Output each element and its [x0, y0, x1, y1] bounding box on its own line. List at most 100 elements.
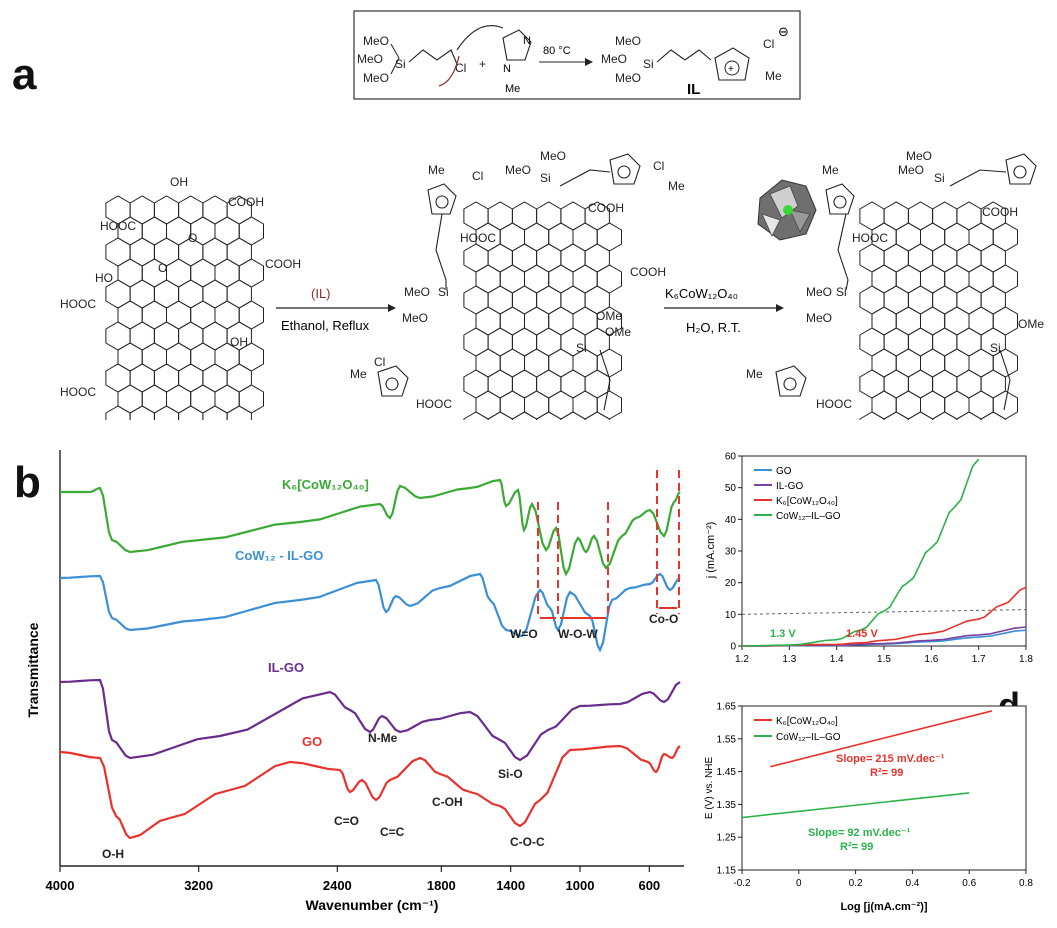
hex-ring: [487, 411, 513, 420]
hex-ring: [499, 264, 525, 294]
hex-ring: [956, 201, 982, 231]
hex-ring: [117, 300, 143, 330]
ytick-label: 50: [725, 483, 737, 494]
hex-ring: [226, 237, 252, 267]
hex-ring: [105, 321, 131, 351]
hex-ring: [956, 327, 982, 357]
hex-ring: [487, 327, 513, 357]
hex-ring: [129, 237, 155, 267]
hex-ring: [463, 201, 489, 231]
ftir-ylabel: Transmittance: [25, 622, 41, 717]
hex-ring: [536, 369, 562, 399]
hex-ring: [548, 306, 574, 336]
scheme-top-reaction: MeO MeO MeO Si Cl + N N Me 80 °C MeO MeO…: [353, 10, 801, 100]
hex-ring: [153, 363, 180, 393]
product-me: Me: [765, 69, 782, 83]
hex-ring: [907, 243, 934, 273]
hex-ring: [524, 306, 550, 336]
hex-ring: [226, 279, 252, 309]
ftir-ann-cc: C=C: [380, 825, 405, 839]
plus-label: +: [479, 57, 486, 71]
imidazolium-ring-6: [775, 365, 807, 397]
go-sheet-left: [105, 195, 264, 420]
step1-reagent: (IL): [311, 286, 331, 301]
hex-ring: [202, 195, 228, 225]
ytick-label: 30: [725, 547, 737, 558]
ilgo-hooc-2: HOOC: [416, 397, 452, 411]
hex-ring: [560, 201, 586, 231]
ftir-ann-coh: C-OH: [432, 795, 463, 809]
step2-reagent: K₆CoW₁₂O₄₀: [665, 286, 738, 301]
hex-ring: [560, 243, 586, 273]
hex-ring: [536, 243, 562, 273]
step1-condition: Ethanol, Reflux: [281, 318, 370, 333]
hex-ring: [190, 342, 216, 372]
ftir-ann-wo: W=O: [510, 627, 538, 641]
hex-ring: [511, 243, 538, 273]
xtick-label: 1.3: [782, 654, 796, 665]
xtick-label: 1.6: [924, 654, 938, 665]
hex-ring: [153, 279, 180, 309]
ilgo-si-left: Si: [438, 285, 449, 299]
product-meo-1: MeO: [615, 34, 641, 48]
meo-label-3: MeO: [363, 71, 389, 85]
imidazolium-ring-3: [377, 365, 409, 397]
hex-ring: [202, 405, 228, 420]
polyoxometalate-cluster-icon: [757, 179, 817, 241]
ytick-label: 1.45: [717, 767, 737, 778]
hex-ring: [463, 285, 489, 315]
lsv-legend-label: CoW₁₂–IL–GO: [776, 511, 841, 522]
hex-ring: [487, 201, 513, 231]
hex-ring: [584, 243, 610, 273]
hex-ring: [596, 390, 622, 420]
ytick-label: 1.55: [717, 734, 737, 745]
hex-ring: [129, 363, 155, 393]
hex-ring: [944, 390, 970, 420]
hex-ring: [524, 390, 550, 420]
hex-ring: [511, 327, 538, 357]
hex-ring: [944, 306, 970, 336]
panel-letter-b: b: [14, 458, 41, 507]
hex-ring: [487, 369, 513, 399]
tafel-series-line: [741, 792, 970, 819]
hex-ring: [463, 327, 489, 357]
hex-ring: [548, 348, 574, 378]
hex-ring: [166, 300, 192, 330]
hex-ring: [548, 222, 574, 252]
hex-ring: [596, 222, 622, 252]
go-cooh-1: COOH: [228, 195, 264, 209]
hex-ring: [524, 348, 550, 378]
hex-ring: [907, 201, 934, 231]
hex-ring: [560, 369, 586, 399]
ilgo-me-3: Me: [350, 367, 367, 381]
hex-ring: [584, 411, 610, 420]
ftir-ann-coo: Co-O: [649, 612, 678, 626]
hex-ring: [202, 321, 228, 351]
hex-ring: [190, 300, 216, 330]
hex-ring: [178, 195, 204, 225]
hex-ring: [214, 216, 240, 246]
il-go-sheet: [463, 201, 622, 420]
hex-ring: [883, 411, 909, 420]
ilgo-si-top: Si: [540, 171, 551, 185]
hex-ring: [932, 201, 958, 231]
hex-ring: [859, 411, 885, 420]
hex-ring: [932, 369, 958, 399]
cow-meo-2: MeO: [898, 163, 924, 177]
hex-ring: [883, 327, 909, 357]
hex-ring: [584, 369, 610, 399]
hex-ring: [238, 384, 264, 414]
hex-ring: [178, 279, 204, 309]
hex-ring: [883, 201, 909, 231]
hex-ring: [166, 384, 192, 414]
hex-ring: [932, 411, 958, 420]
hex-ring: [214, 258, 240, 288]
hex-ring: [214, 384, 240, 414]
hex-ring: [920, 390, 946, 420]
hex-ring: [932, 285, 958, 315]
hex-ring: [980, 411, 1006, 420]
cow-me-2: Me: [746, 367, 763, 381]
hex-ring: [920, 348, 946, 378]
ilgo-hooc-1: HOOC: [460, 231, 496, 245]
